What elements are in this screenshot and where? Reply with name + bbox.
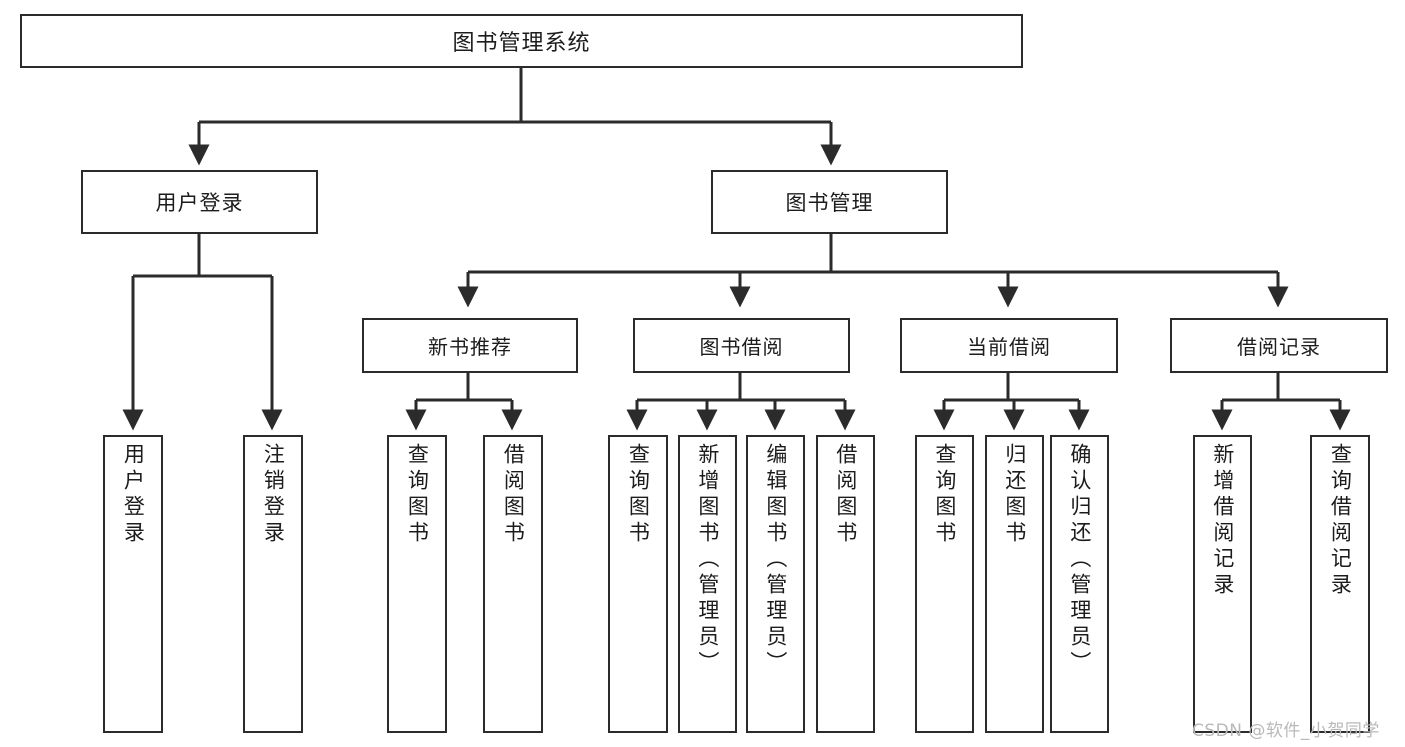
leaf-new-book-borrow[interactable]: 借阅图书 <box>483 435 543 733</box>
leaf-current-borrow-query-label: 查询图书 <box>932 443 957 547</box>
leaf-book-borrow-add-label: 新增图书（管理员） <box>695 443 720 677</box>
node-root-system-label: 图书管理系统 <box>452 31 591 56</box>
leaf-current-borrow-query[interactable]: 查询图书 <box>915 435 974 733</box>
leaf-user-login-logout[interactable]: 注销登录 <box>243 435 303 733</box>
node-current-borrow[interactable]: 当前借阅 <box>900 318 1118 373</box>
csdn-watermark: CSDN @软件_小贺同学 <box>1192 721 1380 741</box>
leaf-current-borrow-confirm-return-label: 确认归还（管理员） <box>1067 443 1092 677</box>
leaf-current-borrow-return[interactable]: 归还图书 <box>985 435 1044 733</box>
leaf-current-borrow-return-label: 归还图书 <box>1002 443 1027 547</box>
node-new-book-recommend[interactable]: 新书推荐 <box>362 318 578 373</box>
leaf-new-book-borrow-label: 借阅图书 <box>501 443 526 547</box>
leaf-borrow-record-add[interactable]: 新增借阅记录 <box>1193 435 1252 733</box>
leaf-new-book-query[interactable]: 查询图书 <box>387 435 447 733</box>
node-borrow-record-label: 借阅记录 <box>1237 335 1321 359</box>
node-book-management[interactable]: 图书管理 <box>711 170 948 234</box>
leaf-current-borrow-confirm-return[interactable]: 确认归还（管理员） <box>1050 435 1109 733</box>
node-current-borrow-label: 当前借阅 <box>967 335 1051 359</box>
leaf-borrow-record-query[interactable]: 查询借阅记录 <box>1310 435 1370 733</box>
leaf-book-borrow-query[interactable]: 查询图书 <box>608 435 668 733</box>
leaf-book-borrow-edit[interactable]: 编辑图书（管理员） <box>746 435 805 733</box>
node-user-login[interactable]: 用户登录 <box>81 170 318 234</box>
node-new-book-recommend-label: 新书推荐 <box>428 335 512 359</box>
leaf-borrow-record-add-label: 新增借阅记录 <box>1210 443 1235 599</box>
node-root-system[interactable]: 图书管理系统 <box>20 14 1023 68</box>
leaf-book-borrow-query-label: 查询图书 <box>626 443 651 547</box>
leaf-new-book-query-label: 查询图书 <box>405 443 430 547</box>
node-borrow-record[interactable]: 借阅记录 <box>1170 318 1388 373</box>
node-book-borrow-label: 图书借阅 <box>699 335 784 359</box>
node-user-login-label: 用户登录 <box>155 191 244 215</box>
leaf-user-login-logout-label: 注销登录 <box>261 443 286 547</box>
leaf-user-login-login-label: 用户登录 <box>121 443 146 547</box>
leaf-borrow-record-query-label: 查询借阅记录 <box>1328 443 1353 599</box>
leaf-user-login-login[interactable]: 用户登录 <box>103 435 163 733</box>
leaf-book-borrow-edit-label: 编辑图书（管理员） <box>763 443 788 677</box>
leaf-book-borrow-borrow-label: 借阅图书 <box>833 443 858 547</box>
leaf-book-borrow-add[interactable]: 新增图书（管理员） <box>678 435 737 733</box>
leaf-book-borrow-borrow[interactable]: 借阅图书 <box>816 435 875 733</box>
node-book-borrow[interactable]: 图书借阅 <box>633 318 850 373</box>
node-book-management-label: 图书管理 <box>785 191 874 215</box>
